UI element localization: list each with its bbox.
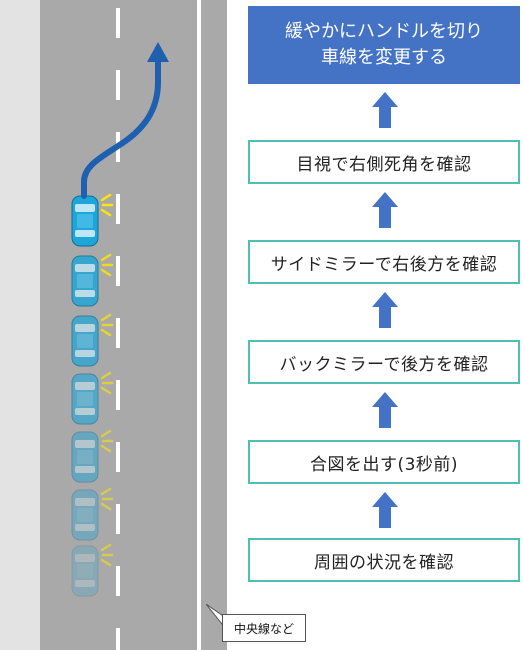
- lane-dash: [116, 380, 120, 410]
- up-arrow-icon: [372, 392, 398, 428]
- callout-label: 中央線など: [233, 621, 294, 636]
- car: [71, 489, 99, 541]
- blinker-icon: [100, 313, 114, 337]
- lane-change-path-arrowhead: [147, 42, 169, 62]
- step-label: 周囲の状況を確認: [314, 552, 454, 573]
- lane-dash: [116, 628, 120, 650]
- lane-dash: [116, 70, 120, 100]
- goal-box: 緩やかにハンドルを切り 車線を変更する: [248, 6, 520, 84]
- car: [71, 255, 99, 307]
- road-illustration: [0, 0, 227, 650]
- opposite-road-surface: [201, 0, 227, 650]
- blinker-icon: [100, 253, 114, 277]
- step-label: 目視で右側死角を確認: [296, 154, 472, 175]
- blinker-icon: [100, 193, 114, 217]
- car: [71, 373, 99, 425]
- lane-dash: [116, 194, 120, 224]
- goal-line-1: 緩やかにハンドルを切り: [285, 21, 483, 42]
- lane-dash: [116, 318, 120, 348]
- step-check-rearview-mirror: バックミラーで後方を確認: [248, 340, 520, 384]
- lane-change-path: [81, 55, 161, 199]
- car: [71, 315, 99, 367]
- up-arrow-icon: [372, 92, 398, 128]
- step-check-side-mirror: サイドミラーで右後方を確認: [248, 240, 520, 284]
- car-sequence: [71, 193, 114, 597]
- step-check-right-blind-spot: 目視で右側死角を確認: [248, 140, 520, 184]
- center-line-gap: [197, 0, 201, 650]
- lane-dash: [116, 504, 120, 534]
- lane-dash: [116, 8, 120, 38]
- car: [71, 431, 99, 483]
- step-signal: 合図を出す(3秒前): [248, 440, 520, 484]
- roadside-shoulder: [0, 0, 40, 650]
- goal-line-2: 車線を変更する: [321, 47, 447, 68]
- blinker-icon: [100, 487, 114, 511]
- lane-dash: [116, 442, 120, 472]
- lane-dash: [116, 256, 120, 286]
- up-arrow-icon: [372, 292, 398, 328]
- up-arrow-icon: [372, 192, 398, 228]
- car: [71, 195, 99, 247]
- lane-dash: [116, 566, 120, 596]
- step-label: 合図を出す(3秒前): [309, 454, 459, 475]
- step-label: サイドミラーで右後方を確認: [270, 254, 498, 275]
- blinker-icon: [100, 371, 114, 395]
- car: [71, 545, 99, 597]
- blinker-icon: [100, 543, 114, 567]
- center-line-callout: 中央線など: [222, 614, 306, 642]
- up-arrow-icon: [372, 492, 398, 528]
- blinker-icon: [100, 429, 114, 453]
- step-check-surroundings: 周囲の状況を確認: [248, 538, 520, 582]
- step-label: バックミラーで後方を確認: [279, 354, 489, 375]
